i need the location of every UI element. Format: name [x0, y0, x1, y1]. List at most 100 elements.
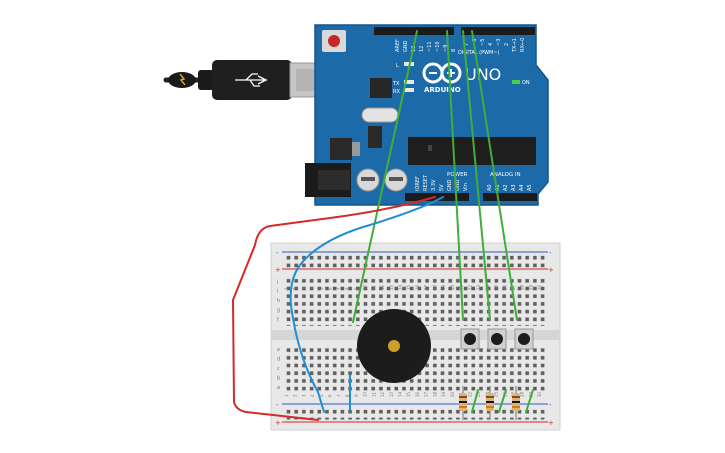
pwr-reset-label: RESET — [423, 174, 429, 191]
wire-green-pin8-button2[interactable] — [462, 30, 491, 321]
rail-plus-label-bottom: + — [275, 419, 281, 427]
power-header — [405, 193, 469, 201]
arduino-uno-board[interactable]: L TX RX ON UNO ARDUINO AREF GND 13 12 ~1… — [305, 24, 549, 206]
col-label-top-10: 10 — [363, 284, 368, 290]
col-label-top-20: 20 — [450, 284, 455, 290]
pin-9-label: ~9 — [443, 45, 449, 52]
resistor-2[interactable] — [486, 386, 494, 420]
col-label-bottom-1: 1 — [284, 394, 289, 397]
col-label-top-11: 11 — [371, 284, 376, 290]
voltage-regulator — [330, 138, 352, 160]
piezo-buzzer[interactable] — [357, 309, 431, 383]
col-label-bottom-28: 28 — [520, 391, 525, 397]
col-label-top-5: 5 — [319, 287, 324, 290]
push-button-1[interactable] — [460, 328, 480, 350]
pin-2-label: 2 — [504, 43, 510, 46]
pin-6-label: ~6 — [472, 39, 478, 46]
analog-header — [483, 193, 537, 201]
pin-a1-label: A1 — [495, 184, 501, 191]
wire-green-pin13-buzzer[interactable] — [352, 30, 418, 323]
col-label-top-7: 7 — [336, 287, 341, 290]
col-label-bottom-22: 22 — [467, 391, 472, 397]
col-label-bottom-6: 6 — [328, 394, 333, 397]
digital-header-right — [461, 27, 535, 35]
col-label-top-1: 1 — [284, 287, 289, 290]
digital-pwm-label: DIGITAL (PWM~) — [458, 50, 500, 56]
wire-green-r2[interactable] — [498, 389, 507, 413]
row-label-d: d — [277, 357, 280, 363]
pin-a2-label: A2 — [503, 184, 509, 191]
pin-3-label: ~3 — [496, 39, 502, 46]
usb-icon — [235, 73, 268, 87]
rail-minus-label-bottom-right: - — [549, 401, 552, 409]
digital-header-left — [374, 27, 454, 35]
col-label-top-19: 19 — [441, 284, 446, 290]
col-label-bottom-9: 9 — [354, 394, 359, 397]
led-rx-label: RX — [393, 89, 400, 95]
col-label-bottom-19: 19 — [441, 391, 446, 397]
col-label-top-4: 4 — [310, 287, 315, 290]
resistor-1[interactable] — [459, 386, 467, 420]
power-label: POWER — [447, 172, 468, 178]
rail-plus-label: + — [275, 266, 281, 274]
pin-a0-label: A0 — [487, 184, 493, 191]
pin-rx-label: RX←0 — [520, 38, 526, 52]
pin-11-label: ~11 — [427, 41, 433, 52]
uno-logo-text: UNO — [465, 65, 501, 84]
col-label-top-22: 22 — [467, 284, 472, 290]
analog-in-label: ANALOG IN — [490, 172, 521, 178]
wire-green-pin7-button3[interactable] — [471, 30, 518, 321]
pin-aref-label: AREF — [395, 39, 401, 52]
col-label-top-6: 6 — [328, 287, 333, 290]
push-button-2[interactable] — [487, 328, 507, 350]
pwr-vin-label: Vin — [463, 183, 469, 191]
col-label-top-29: 29 — [528, 284, 533, 290]
col-label-top-12: 12 — [380, 284, 385, 290]
col-label-bottom-12: 12 — [380, 391, 385, 397]
col-label-top-9: 9 — [354, 287, 359, 290]
col-label-top-13: 13 — [389, 284, 394, 290]
pin-tx-label: TX→1 — [512, 38, 518, 53]
col-label-top-23: 23 — [476, 284, 481, 290]
col-label-bottom-18: 18 — [432, 391, 437, 397]
col-label-bottom-15: 15 — [406, 391, 411, 397]
wire-green-r1[interactable] — [471, 389, 479, 413]
col-label-bottom-7: 7 — [336, 394, 341, 397]
wire-blue-gnd[interactable] — [289, 196, 444, 413]
col-label-top-14: 14 — [397, 284, 402, 290]
col-label-top-18: 18 — [432, 284, 437, 290]
col-label-bottom-2: 2 — [293, 394, 298, 397]
col-label-top-27: 27 — [511, 284, 516, 290]
arduino-logo-icon — [422, 62, 462, 84]
usb-chip — [370, 78, 392, 98]
col-label-bottom-17: 17 — [424, 391, 429, 397]
wire-red-5v[interactable] — [232, 196, 436, 421]
col-label-top-28: 28 — [520, 284, 525, 290]
rail-minus-label-bottom: - — [276, 401, 279, 409]
col-label-top-26: 26 — [502, 284, 507, 290]
col-label-bottom-13: 13 — [389, 391, 394, 397]
col-label-bottom-23: 23 — [476, 391, 481, 397]
col-label-top-2: 2 — [293, 287, 298, 290]
pin-a3-label: A3 — [511, 184, 517, 191]
col-label-bottom-8: 8 — [345, 394, 350, 397]
col-label-top-17: 17 — [424, 284, 429, 290]
resistor-3[interactable] — [512, 386, 520, 420]
col-label-bottom-5: 5 — [319, 394, 324, 397]
pin-5-label: ~5 — [480, 39, 486, 46]
rail-plus-label-bottom-right: + — [548, 419, 554, 427]
pin-7-label: 7 — [464, 43, 470, 46]
lightning-icon — [179, 73, 186, 86]
rail-plus-label-right: + — [548, 266, 554, 274]
col-label-bottom-25: 25 — [494, 391, 499, 397]
power-led-icon — [512, 80, 520, 84]
pin-10-label: ~10 — [435, 41, 441, 52]
rail-minus-label-right: - — [549, 249, 552, 257]
on-label: ON — [522, 80, 530, 86]
push-button-3[interactable] — [514, 328, 534, 350]
atmega-chip — [408, 137, 536, 165]
col-label-top-8: 8 — [345, 287, 350, 290]
wire-green-r3[interactable] — [525, 389, 534, 413]
wire-green-pin9-button1[interactable] — [446, 30, 464, 321]
